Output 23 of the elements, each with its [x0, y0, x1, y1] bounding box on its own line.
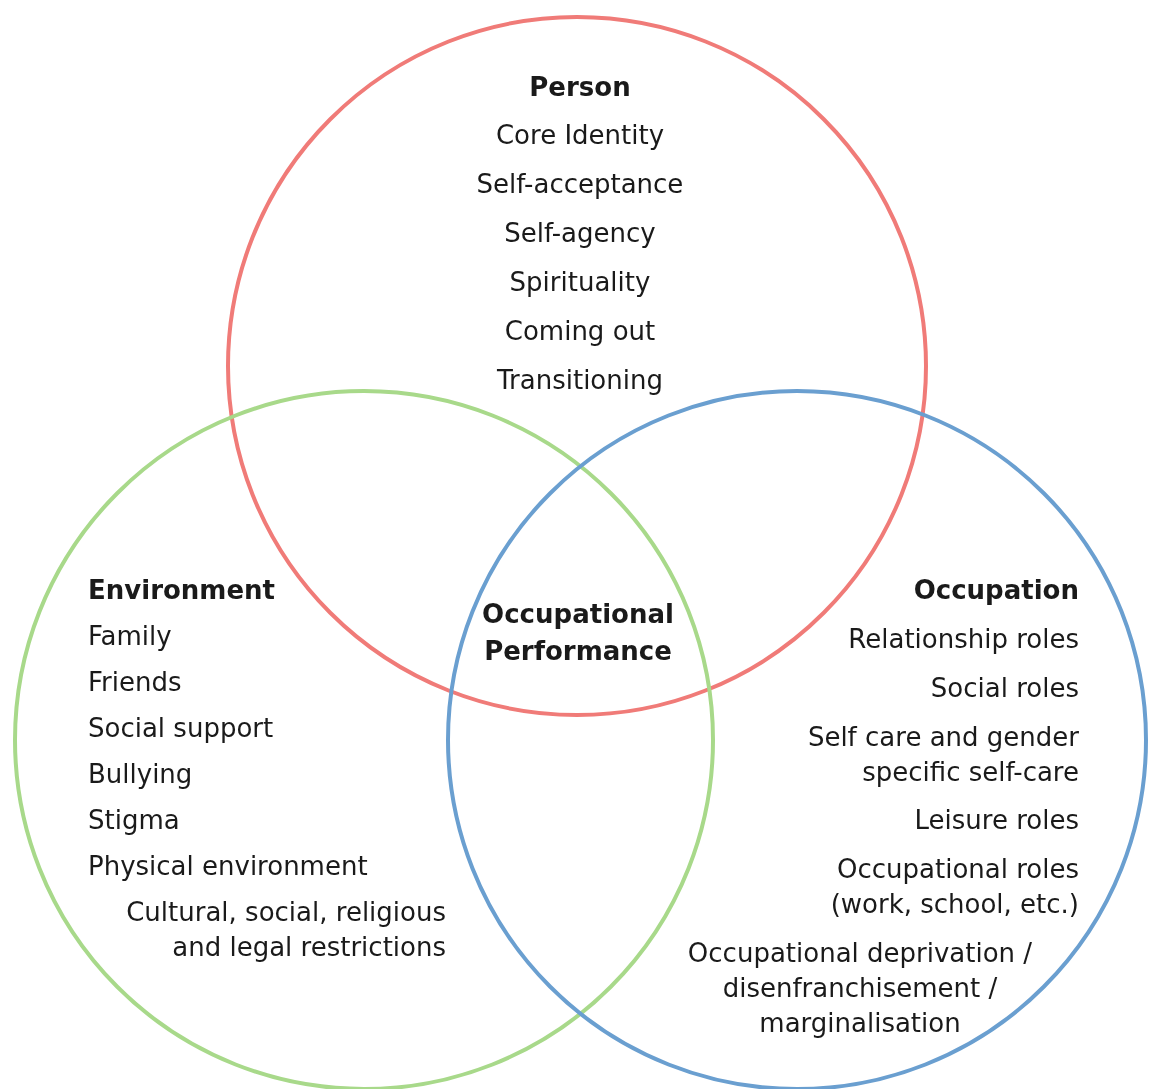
list-item: Core Identity [494, 119, 666, 152]
list-item: Relationship roles [847, 623, 1079, 656]
list-item: Friends [88, 666, 183, 699]
list-item: Physical environment [88, 850, 369, 883]
list-item: Transitioning [496, 364, 664, 397]
list-item: Bullying [88, 758, 194, 791]
list-item: Self care and gender specific self-care [806, 721, 1079, 789]
list-item: Coming out [503, 315, 657, 348]
list-item: Leisure roles [913, 804, 1079, 837]
list-item: Social roles [929, 672, 1079, 705]
circle-heading: Environment [88, 574, 276, 607]
list-item: Occupational deprivation / disenfranchisement / marginalisation [686, 937, 1034, 1040]
list-item: Self-agency [503, 217, 657, 250]
list-item: Occupational roles (work, school, etc.) [829, 853, 1079, 921]
center-label: Occupational Performance [481, 598, 675, 668]
list-item: Self-acceptance [475, 168, 685, 201]
list-item: Cultural, social, religious and legal restrictions [125, 896, 446, 964]
list-item: Social support [88, 712, 275, 745]
circle-heading: Person [528, 71, 632, 104]
list-item: Spirituality [508, 266, 652, 299]
list-item: Family [88, 620, 173, 653]
list-item: Stigma [88, 804, 181, 837]
circle-heading: Occupation [912, 574, 1079, 607]
